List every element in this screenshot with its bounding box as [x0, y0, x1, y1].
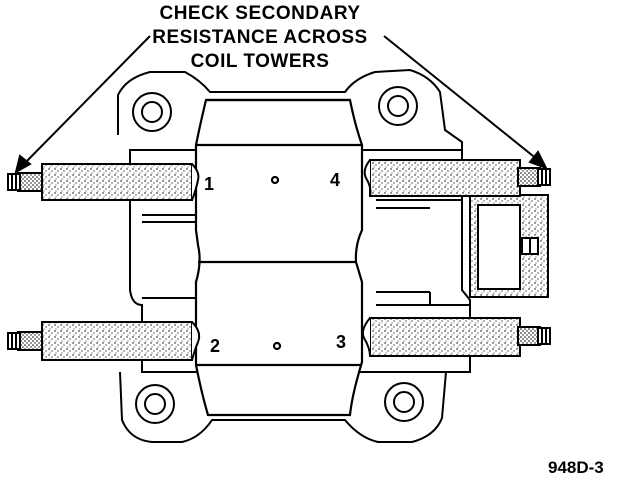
- coil-tower-1: [7, 163, 200, 201]
- coil-core: [194, 98, 364, 417]
- electrical-connector: [469, 194, 549, 298]
- coil-tower-2: [7, 321, 201, 361]
- tower-label-2: 2: [210, 336, 220, 356]
- left-pointer-arrow: [14, 35, 151, 175]
- right-pointer-arrow: [383, 35, 549, 170]
- caption-line-1: CHECK SECONDARY: [159, 3, 361, 24]
- tower-label-3: 3: [336, 332, 346, 352]
- tower-label-4: 4: [330, 170, 340, 190]
- coil-tower-4: [363, 159, 551, 197]
- figure-id: 948D-3: [548, 458, 604, 477]
- tower-label-1: 1: [204, 174, 214, 194]
- coil-tower-3: [361, 317, 551, 357]
- caption-line-2: RESISTANCE ACROSS: [152, 27, 368, 48]
- caption-line-3: COIL TOWERS: [190, 51, 330, 72]
